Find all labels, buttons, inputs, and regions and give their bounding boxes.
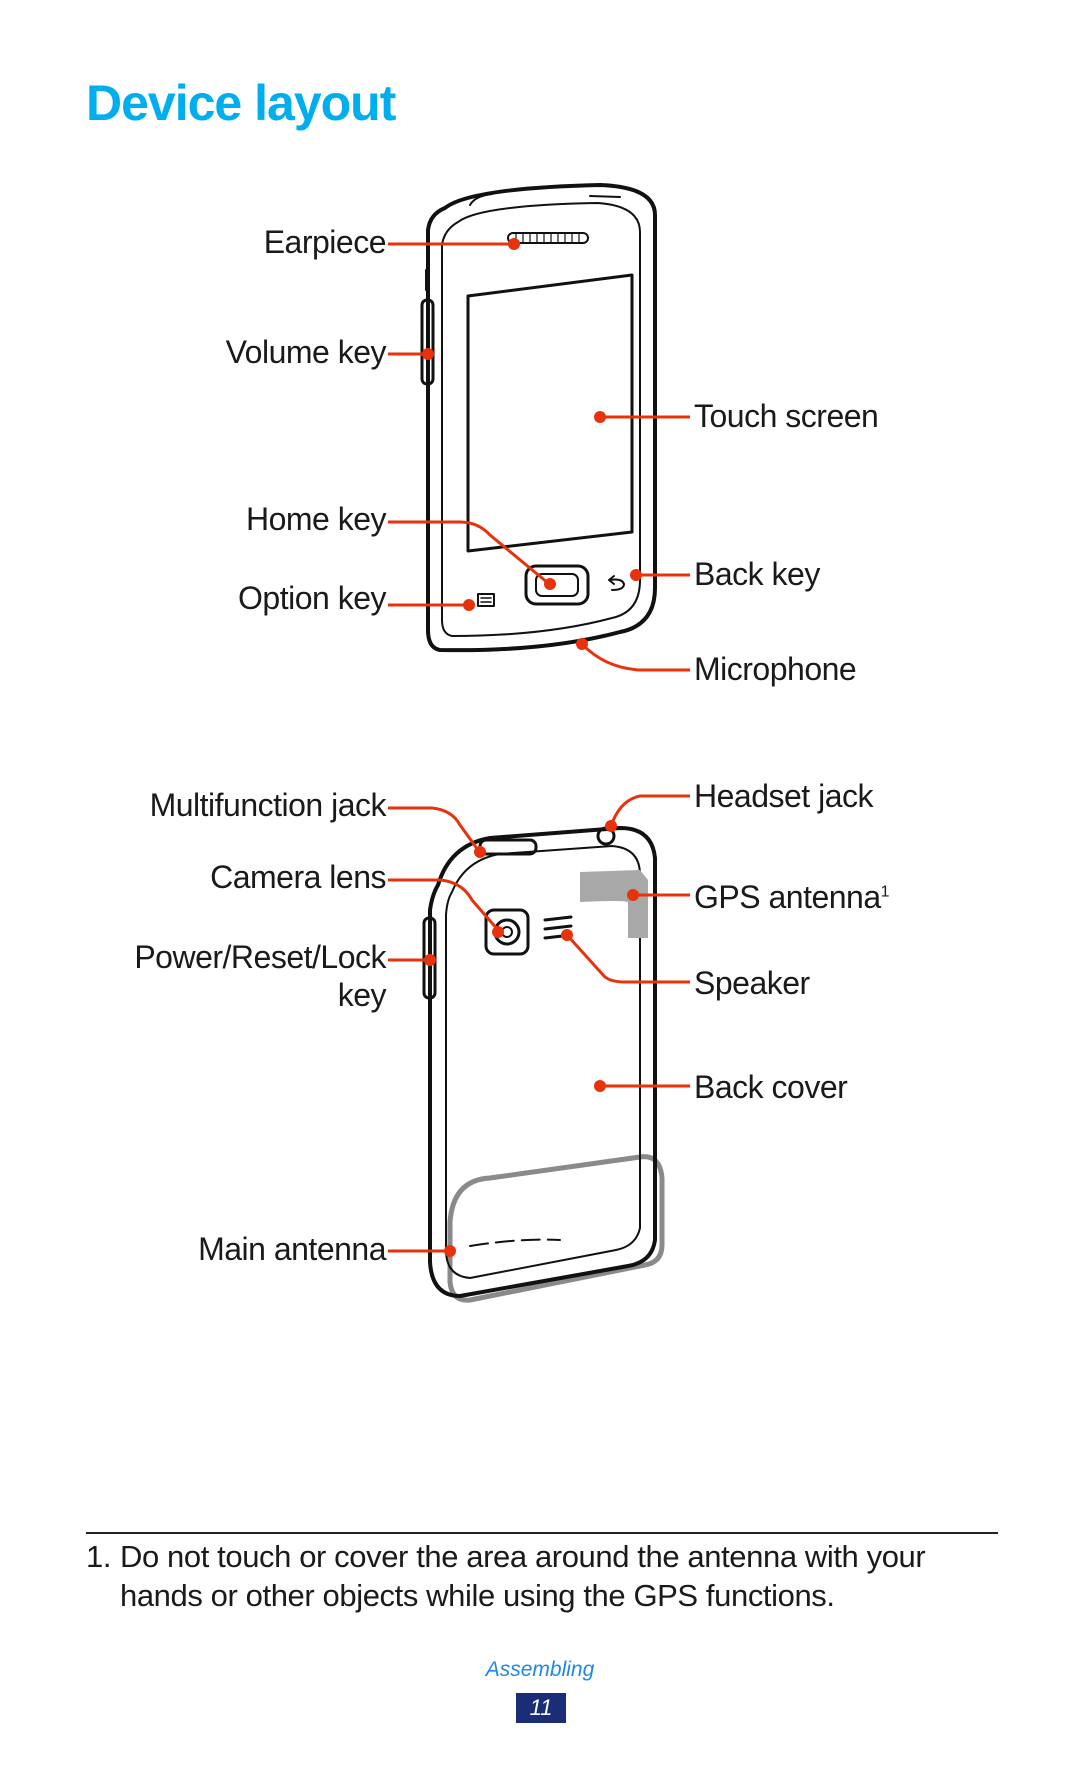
front-callout-dots <box>422 238 642 650</box>
label-option-key: Option key <box>238 580 386 616</box>
label-multifunction-jack: Multifunction jack <box>149 787 387 823</box>
page-number-badge: 11 <box>516 1693 566 1723</box>
label-speaker: Speaker <box>694 965 810 1001</box>
label-volume-key: Volume key <box>225 334 387 370</box>
label-headset-jack: Headset jack <box>694 778 873 814</box>
label-earpiece: Earpiece <box>263 224 387 260</box>
footnote-number: 1. <box>86 1539 112 1574</box>
label-touch-screen: Touch screen <box>694 398 879 434</box>
page-title: Device layout <box>86 75 396 131</box>
label-gps-antenna-text: GPS antenna <box>694 879 881 915</box>
label-home-key: Home key <box>245 501 387 537</box>
label-power-reset-lock-line2: key <box>337 977 387 1013</box>
footnote-divider <box>86 1532 998 1534</box>
front-callouts <box>388 242 690 672</box>
label-gps-antenna: GPS antenna1 <box>694 878 890 916</box>
label-microphone: Microphone <box>694 651 857 687</box>
label-power-reset-lock-key: Power/Reset/Lock key <box>134 938 386 1014</box>
label-power-reset-lock-line1: Power/Reset/Lock <box>134 939 386 975</box>
label-main-antenna: Main antenna <box>198 1231 386 1267</box>
footnote-reference: 1 <box>880 883 890 901</box>
label-back-cover: Back cover <box>694 1069 848 1105</box>
back-callouts <box>388 794 690 1253</box>
back-phone-illustration <box>422 826 665 1303</box>
back-callout-dots <box>424 820 639 1257</box>
label-camera-lens: Camera lens <box>210 859 386 895</box>
front-phone-illustration <box>420 183 657 653</box>
label-back-key: Back key <box>694 556 820 592</box>
footnote-text: Do not touch or cover the area around th… <box>120 1539 926 1613</box>
section-name: Assembling <box>485 1658 595 1681</box>
